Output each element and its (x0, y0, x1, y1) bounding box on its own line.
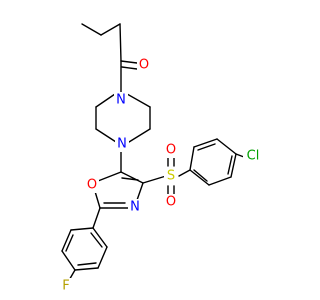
bond-fph-inner-2 (77, 262, 97, 266)
bond-chain-2 (100, 23, 121, 36)
atom-labels: O N N O N S O O (59, 57, 263, 294)
atom-sulfur: S (164, 168, 178, 184)
bond-ox-c5-o (97, 171, 122, 182)
bond-clph-3 (216, 138, 237, 155)
bond-fph-3 (61, 250, 76, 271)
atom-label-n-oxazole: N (130, 200, 140, 215)
atom-chlorine: Cl (243, 148, 263, 164)
bond-fph-1 (70, 227, 94, 231)
bond-pip-1 (126, 93, 151, 108)
atom-label-sulfur: S (167, 169, 175, 184)
atom-label-o-carbonyl: O (139, 58, 149, 73)
bond-clph-2 (193, 138, 218, 148)
bond-clph-1 (189, 146, 195, 171)
atom-n-piperazine-bottom: N (115, 136, 129, 152)
bond-aryl-cl (235, 153, 245, 158)
atom-label-o-oxazole: O (87, 178, 97, 193)
atom-label-n-top: N (116, 93, 126, 108)
bond-ox-c4-c5 (120, 171, 144, 184)
atom-label-o-sulfonyl-bottom: O (166, 195, 176, 210)
bond-clph-5 (208, 176, 232, 186)
bond-fph-4 (74, 267, 99, 271)
atom-o-oxazole: O (85, 177, 99, 193)
atom-label-chlorine: Cl (247, 149, 260, 164)
bond-c4-s (142, 175, 167, 184)
bond-chain-1 (81, 23, 102, 36)
atom-label-fluorine: F (62, 279, 69, 294)
bond-pip-3 (128, 128, 151, 143)
bond-carbonyl-1 (120, 60, 138, 64)
bond-carbonyl-2 (121, 66, 138, 70)
bond-fph-6 (92, 227, 108, 248)
bond-c2-aryl (92, 207, 101, 229)
bond-fph-inner-3 (90, 232, 103, 248)
bond-pip-4 (95, 93, 116, 108)
atom-n-piperazine-top: N (114, 92, 128, 108)
bond-clph-6 (189, 169, 210, 186)
bond-lines (61, 23, 245, 283)
bond-clph-inner-1 (197, 143, 216, 151)
bond-ox-c4-c5-inner (121, 177, 139, 181)
bond-clph-4 (230, 153, 237, 178)
atom-label-o-sulfonyl-top: O (166, 143, 176, 158)
atom-o-sulfonyl-bottom: O (164, 194, 178, 210)
bond-clph-inner-3 (193, 169, 208, 182)
bond-s-aryl (178, 169, 191, 177)
bond-fph-inner-1 (65, 234, 74, 252)
bond-pip-6 (95, 128, 117, 143)
atom-n-oxazole: N (128, 199, 142, 215)
molecule-structure: O N N O N S O O (59, 23, 263, 294)
bond-fph-2 (61, 229, 72, 252)
atom-label-n-bottom: N (117, 137, 127, 152)
atom-o-carbonyl: O (137, 57, 151, 73)
bond-fph-5 (97, 246, 108, 269)
bond-chain-3 (119, 23, 122, 62)
atom-fluorine: F (59, 278, 73, 294)
atom-o-sulfonyl-top: O (164, 142, 178, 158)
bond-clph-inner-2 (227, 155, 233, 175)
